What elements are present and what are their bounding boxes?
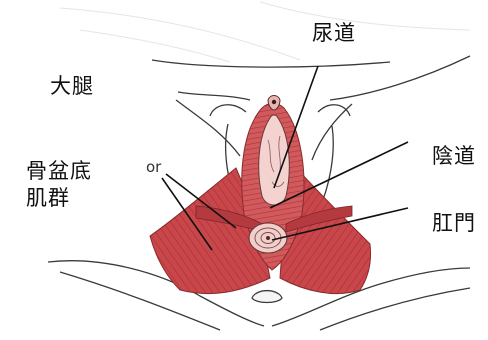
residual-label-fragment: or (146, 158, 161, 176)
pelvic-floor-label-line1: 骨盆底 (26, 158, 92, 185)
background-sketch (60, 2, 470, 62)
coccyx (252, 291, 282, 303)
urethra-opening (272, 100, 276, 104)
left-thigh-outline (178, 92, 250, 100)
vagina-label: 陰道 (432, 143, 476, 169)
right-lower-outline (320, 288, 470, 330)
upper-mons-outline (152, 60, 390, 67)
left-inner-thigh (176, 100, 240, 156)
left-fold-outline (210, 105, 246, 116)
right-thigh-outline (330, 56, 470, 100)
pelvic-floor-muscles-label: 骨盆底 肌群 (26, 158, 92, 212)
urethra-label: 尿道 (312, 20, 356, 46)
anus-label: 肛門 (432, 210, 476, 236)
pelvic-floor-muscles (150, 104, 371, 294)
right-inner-thigh (312, 104, 352, 160)
thigh-label: 大腿 (50, 73, 94, 99)
pelvic-floor-label-line2: 肌群 (26, 185, 92, 212)
